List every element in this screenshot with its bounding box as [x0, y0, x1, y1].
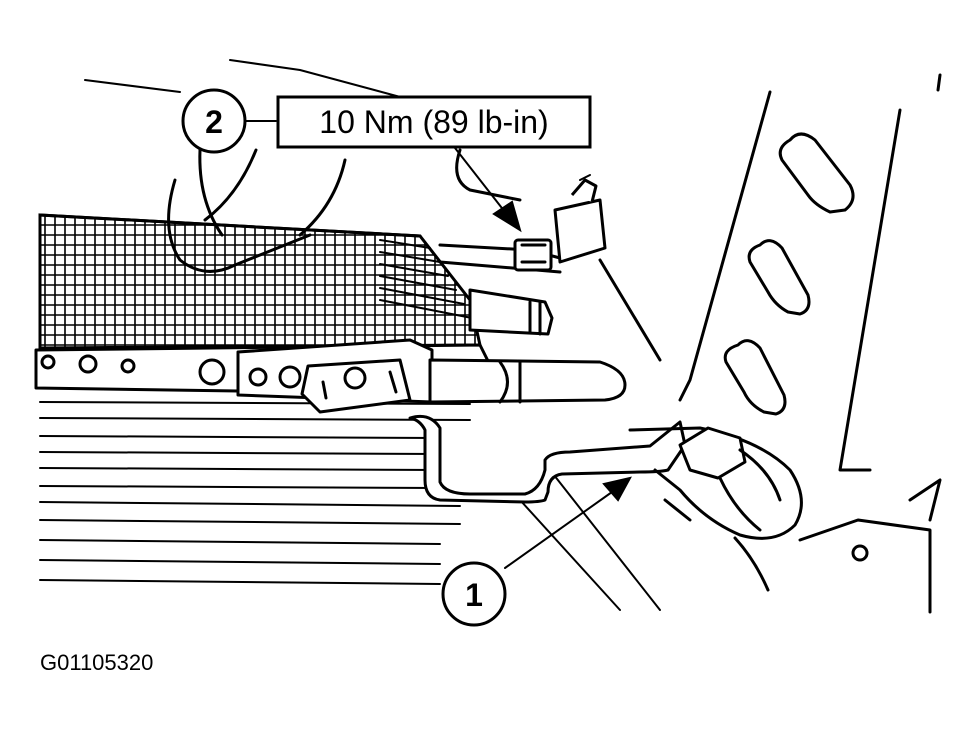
torque-spec-box [276, 95, 592, 149]
frame-rail [678, 73, 942, 614]
callout-2: 2 [181, 88, 247, 154]
callout-1: 1 [441, 561, 507, 627]
torque-spec-label: 10 Nm (89 lb-in) [319, 104, 548, 140]
callout-2-arrowhead [492, 200, 522, 233]
callout-1-circle [441, 561, 507, 627]
lower-cooler-line [408, 358, 803, 592]
cooler-core [38, 213, 482, 350]
callout-2-circle [181, 88, 247, 154]
callout-2-number: 2 [205, 104, 223, 140]
torque-spec: 10 Nm (89 lb-in) [276, 95, 592, 149]
upper-cooler-line [167, 148, 662, 362]
lower-body-lines [39, 401, 661, 611]
leader-lines [235, 120, 632, 569]
callout-1-number: 1 [465, 577, 483, 613]
callout-1-arrowhead [602, 476, 632, 502]
figure-id: G01105320 [40, 650, 153, 675]
mounting-bracket [236, 338, 434, 414]
